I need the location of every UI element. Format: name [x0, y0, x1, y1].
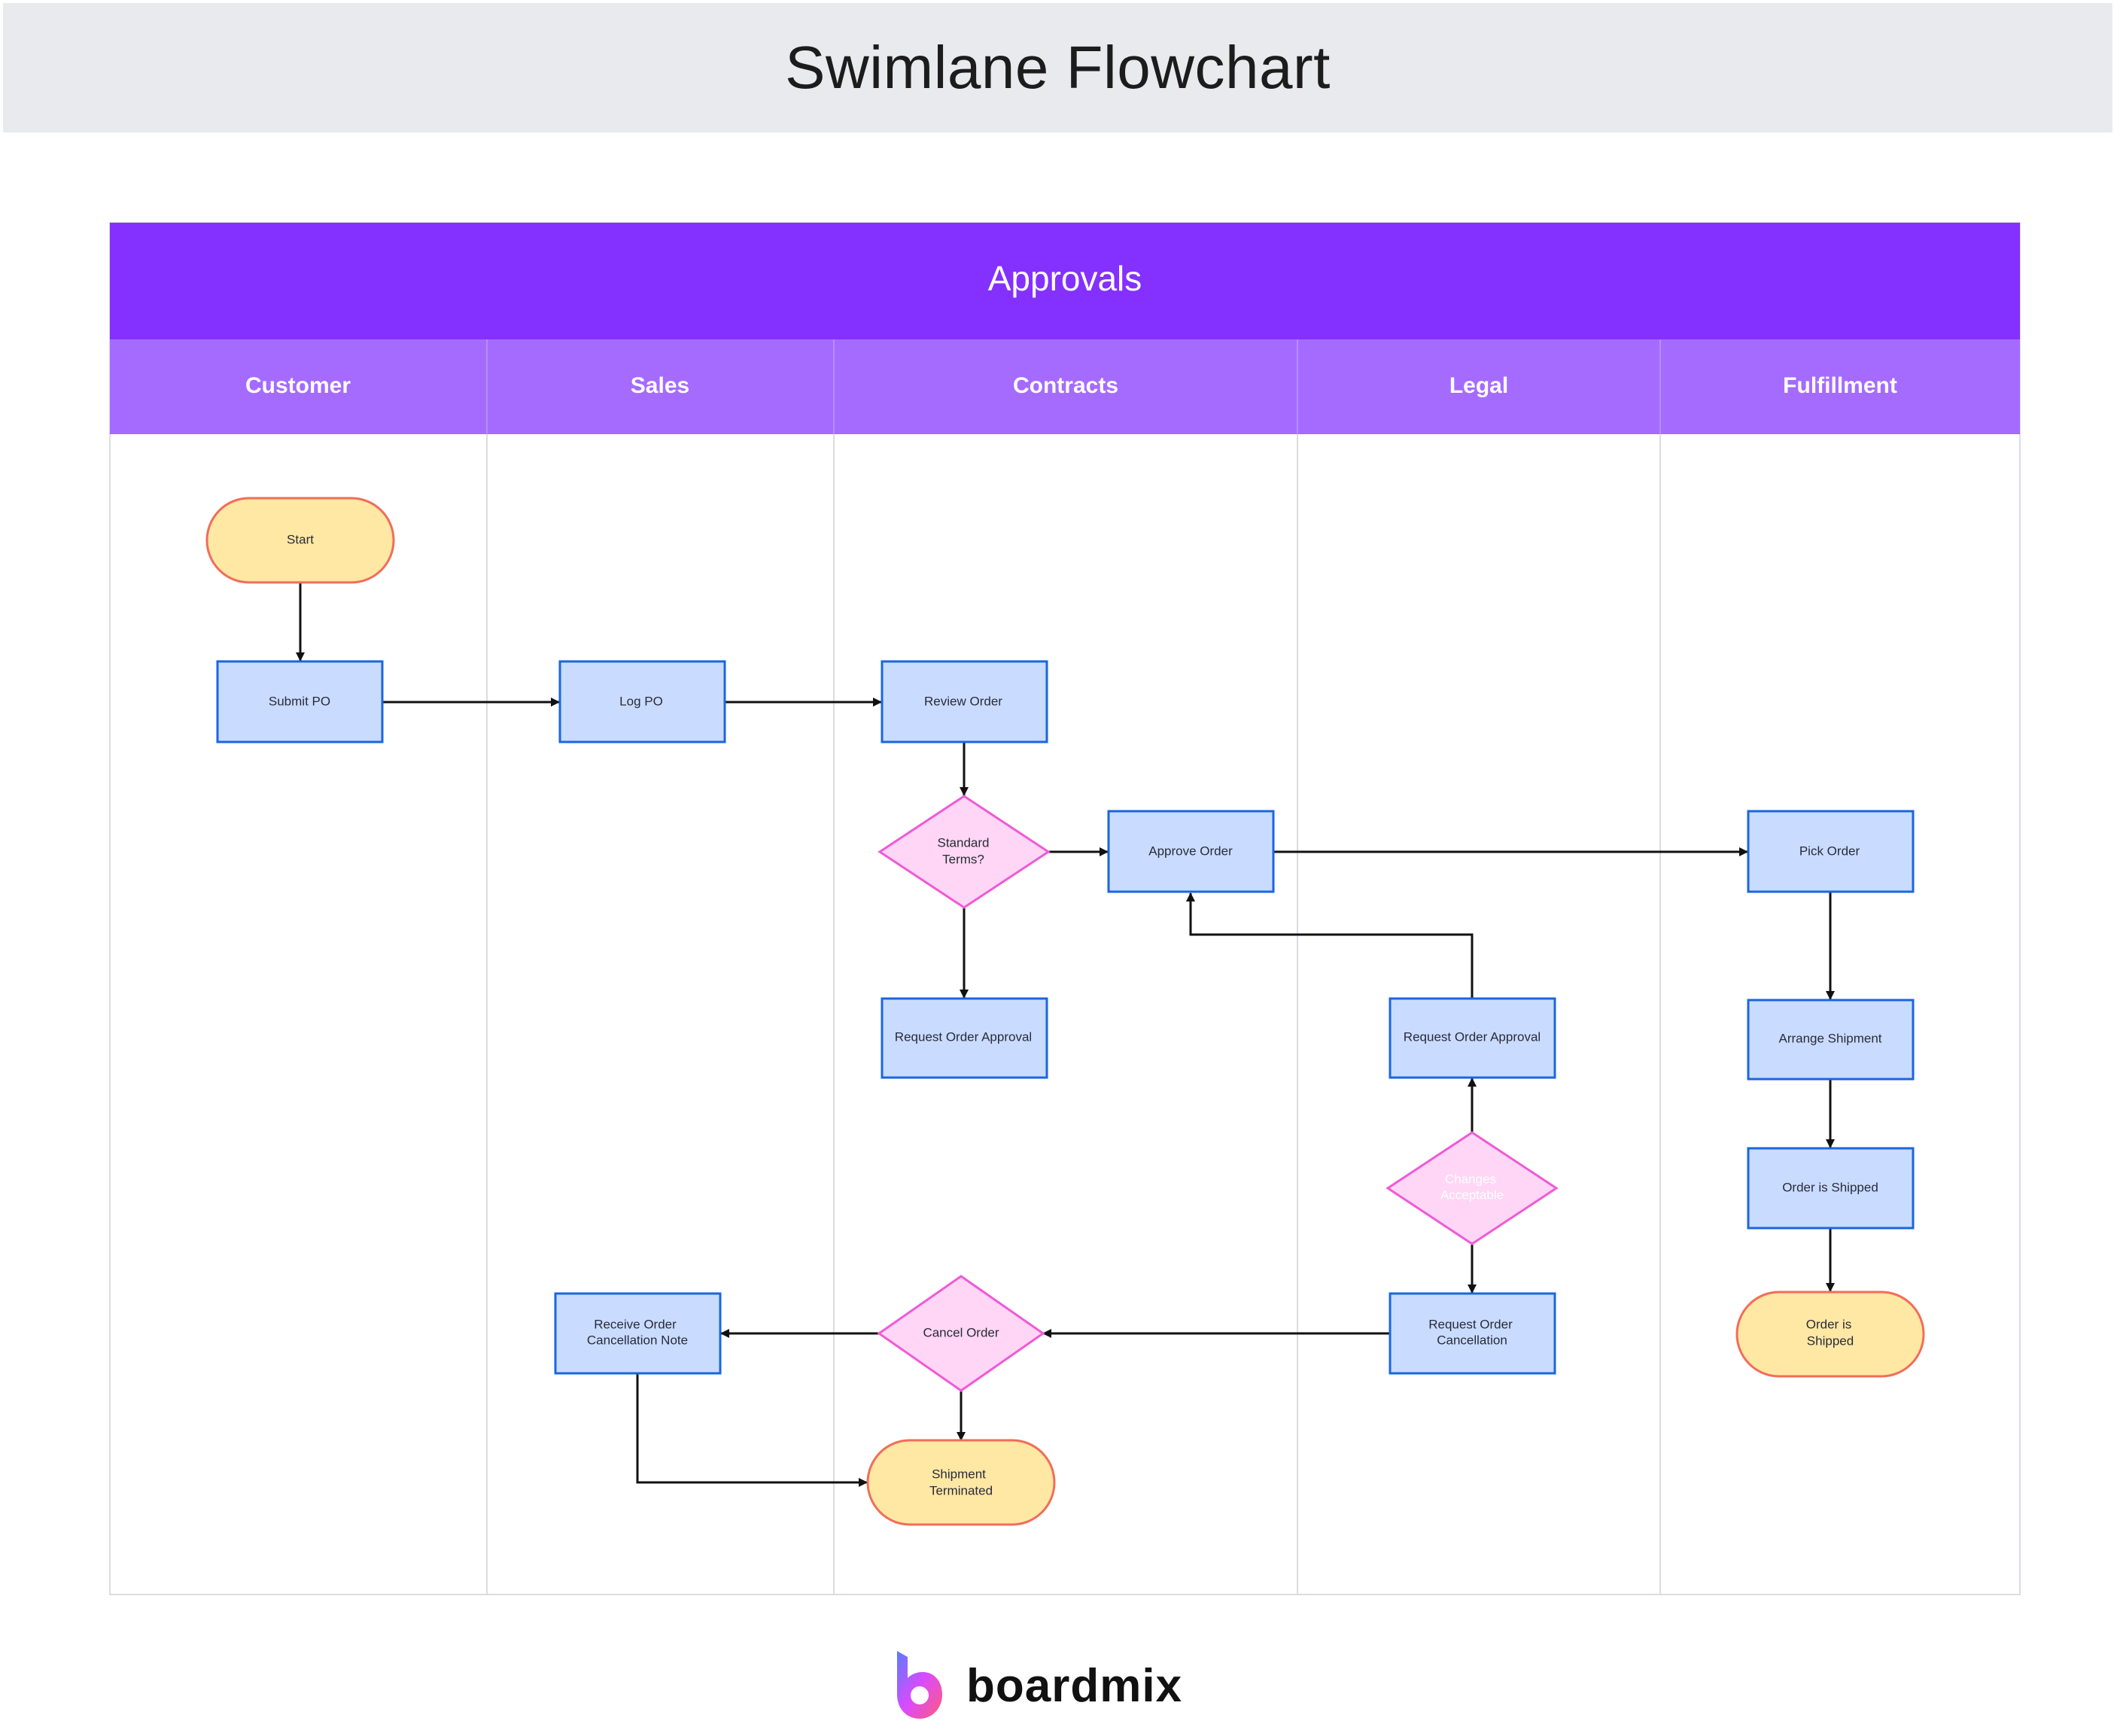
terminal-order-shipped: Order is Shipped [1735, 1291, 1925, 1378]
process-label: Receive Order [594, 1317, 677, 1331]
process-shape [216, 660, 384, 743]
connectors [296, 583, 1835, 1487]
terminal-label: Shipment [932, 1467, 986, 1481]
process-label: Log PO [619, 694, 663, 708]
terminal-label: Shipped [1807, 1333, 1854, 1348]
process-label: Request Order Approval [1404, 1029, 1541, 1044]
lane-label-fulfillment: Fulfillment [1783, 373, 1897, 398]
process-label: Cancellation [1437, 1333, 1507, 1347]
decision-shape [877, 1275, 1045, 1392]
process-order-is-shipped: Order is Shipped [1747, 1147, 1915, 1230]
decision-shape [878, 795, 1051, 909]
diagram-frame [109, 222, 2021, 1595]
decision-label: Standard [938, 835, 990, 850]
connector-legal-approve [1186, 892, 1474, 998]
decision-label: Changes [1445, 1172, 1496, 1186]
terminal-label: Terminated [929, 1483, 993, 1497]
process-arrange-shipment: Arrange Shipment [1747, 999, 1915, 1081]
terminal-shape [205, 497, 395, 584]
page-title: Swimlane Flowchart [785, 34, 1331, 101]
lane-header-dividers [486, 339, 1661, 434]
pool-header [110, 223, 2020, 339]
decision-label: Acceptable [1440, 1187, 1504, 1202]
decision-label: Cancel Order [923, 1325, 999, 1339]
decision-shape [1386, 1131, 1559, 1245]
boardmix-logo: boardmix [893, 1648, 1182, 1723]
process-shape [558, 660, 726, 743]
process-label: Approve Order [1148, 844, 1233, 858]
brand-name: boardmix [966, 1659, 1183, 1712]
decision-standard-terms: Standard Terms? [878, 795, 1051, 909]
decision-label: Terms? [942, 852, 984, 866]
process-label: Request Order [1428, 1317, 1513, 1331]
process-shape [1747, 1147, 1915, 1230]
process-log-po: Log PO [558, 660, 726, 743]
lane-label-legal: Legal [1449, 373, 1508, 398]
process-shape [1389, 1292, 1556, 1375]
process-request-approval-contracts: Request Order Approval [881, 997, 1048, 1079]
decision-cancel-order: Cancel Order [877, 1275, 1045, 1392]
lane-label-sales: Sales [631, 373, 689, 398]
process-shape [881, 660, 1048, 743]
connector-receive-terminated [636, 1374, 868, 1487]
lane-label-customer: Customer [245, 373, 351, 398]
terminal-label: Order is [1806, 1317, 1851, 1331]
process-label: Order is Shipped [1782, 1180, 1878, 1194]
terminal-shape [1735, 1291, 1925, 1378]
process-submit-po: Submit PO [216, 660, 384, 743]
process-label: Arrange Shipment [1778, 1031, 1881, 1045]
process-label: Cancellation Note [587, 1333, 688, 1347]
terminal-start: Start [205, 497, 395, 584]
process-receive-cancellation: Receive Order Cancellation Note [554, 1292, 722, 1375]
process-label: Review Order [924, 694, 1002, 708]
boardmix-logo-icon [897, 1651, 942, 1719]
process-approve-order: Approve Order [1107, 810, 1275, 893]
lane-header-bar [110, 339, 2020, 434]
process-request-cancellation: Request Order Cancellation [1389, 1292, 1556, 1375]
process-request-approval-legal: Request Order Approval [1389, 997, 1556, 1079]
process-review-order: Review Order [881, 660, 1048, 743]
process-shape [881, 997, 1048, 1079]
process-shape [554, 1292, 722, 1375]
process-label: Request Order Approval [895, 1029, 1032, 1044]
process-label: Submit PO [269, 694, 330, 708]
terminal-shape [866, 1439, 1056, 1526]
process-shape [1747, 999, 1915, 1081]
terminal-shipment-terminated: Shipment Terminated [866, 1439, 1056, 1526]
process-shape [1747, 810, 1915, 893]
title-bar: Swimlane Flowchart [3, 3, 2112, 132]
process-shape [1107, 810, 1275, 893]
lane-dividers [486, 434, 1661, 1595]
pool-header-title: Approvals [988, 259, 1142, 298]
process-pick-order: Pick Order [1747, 810, 1915, 893]
process-label: Pick Order [1799, 844, 1860, 858]
process-shape [1389, 997, 1556, 1079]
decision-changes-acceptable: Changes Acceptable [1386, 1131, 1559, 1245]
terminal-label: Start [287, 532, 314, 546]
lane-label-contracts: Contracts [1013, 373, 1118, 398]
